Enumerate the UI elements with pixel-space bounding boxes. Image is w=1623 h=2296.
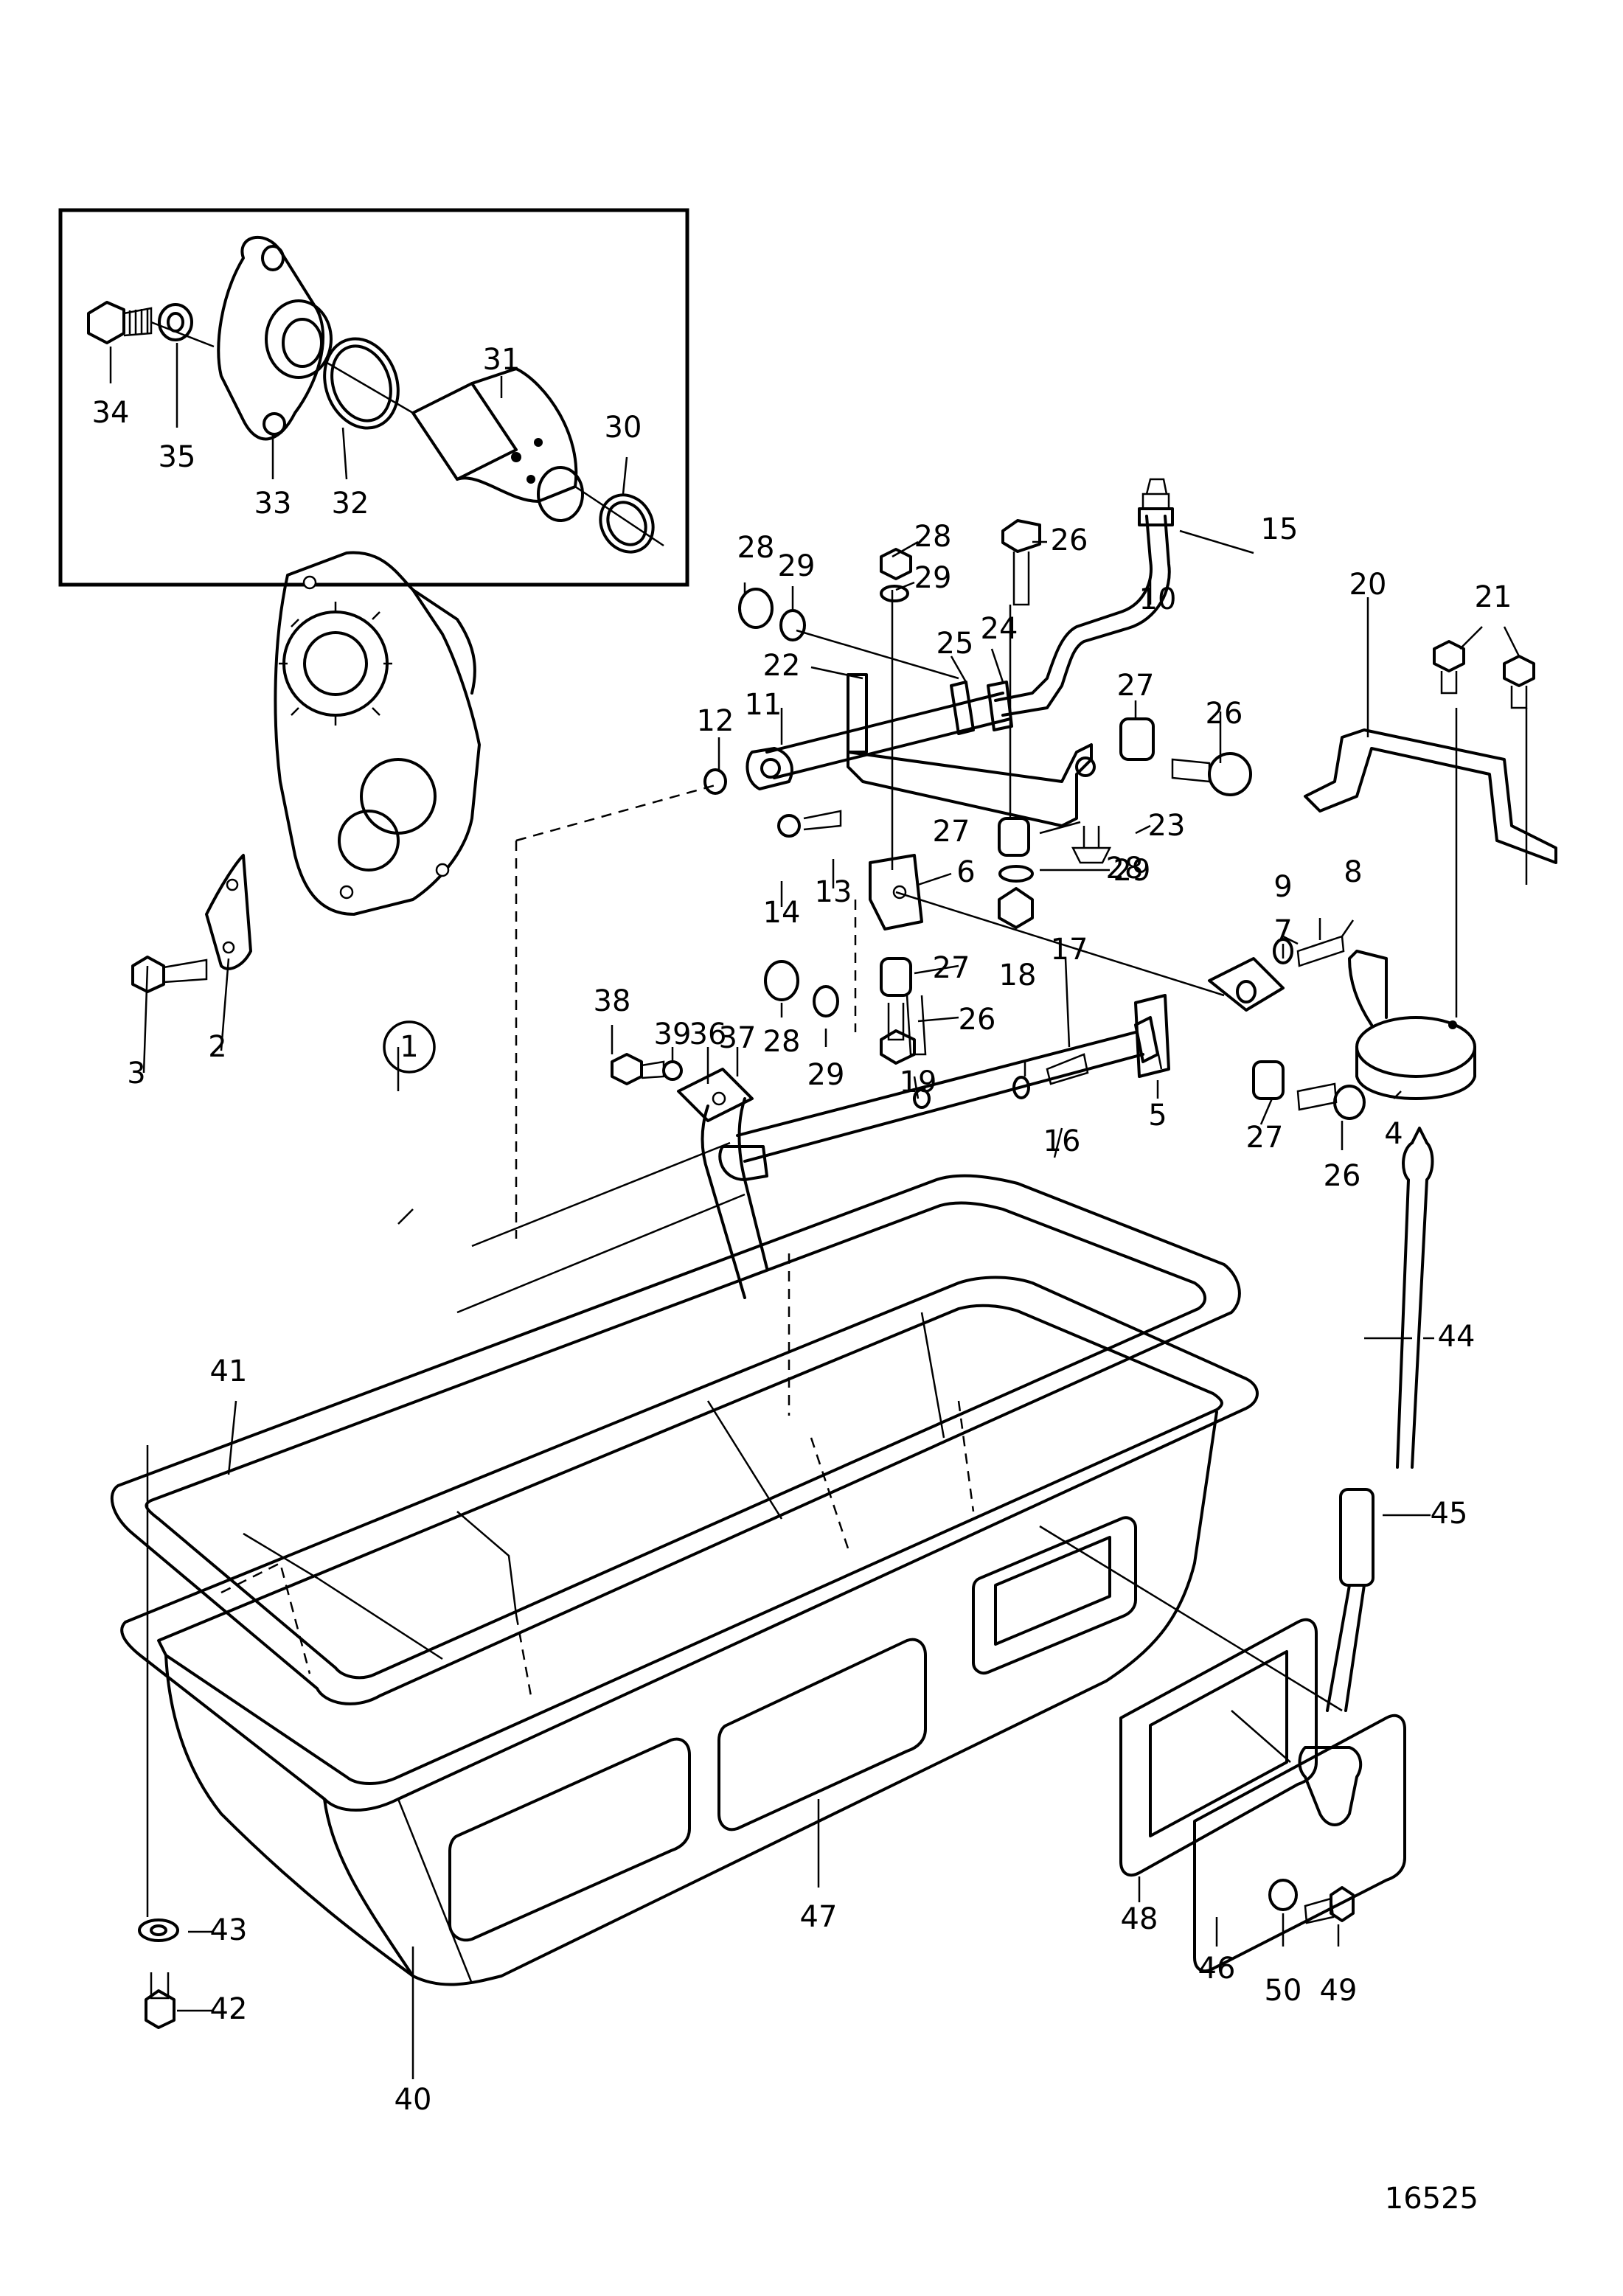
bolt-3 bbox=[131, 956, 208, 993]
dipstick-44 bbox=[1396, 1127, 1434, 1469]
label-part-28c: 28 bbox=[1106, 852, 1144, 886]
label-part-26c: 26 bbox=[959, 1003, 996, 1037]
drawing-code: 16525 bbox=[1385, 2182, 1478, 2216]
label-part-27b: 27 bbox=[933, 815, 970, 849]
label-part-2: 2 bbox=[208, 1030, 226, 1064]
label-part-4: 4 bbox=[1384, 1117, 1403, 1151]
label-part-6: 6 bbox=[956, 855, 975, 889]
label-part-47: 47 bbox=[800, 1900, 838, 1934]
hardware bbox=[611, 519, 1366, 1120]
label-part-14: 14 bbox=[763, 896, 801, 930]
gasket-48 bbox=[1119, 1618, 1318, 1877]
label-part-1: 1 bbox=[400, 1030, 418, 1064]
label-part-24: 24 bbox=[981, 612, 1018, 646]
label-part-44: 44 bbox=[1438, 1320, 1476, 1354]
label-part-48: 48 bbox=[1121, 1902, 1158, 1936]
label-part-36: 36 bbox=[689, 1017, 727, 1051]
label-part-41: 41 bbox=[210, 1354, 248, 1388]
label-part-25: 25 bbox=[936, 627, 974, 661]
label-part-26d: 26 bbox=[1324, 1159, 1361, 1193]
strainer-4 bbox=[1348, 950, 1476, 1100]
label-part-18: 18 bbox=[999, 959, 1037, 992]
gasket-2 bbox=[205, 854, 252, 970]
label-part-15: 15 bbox=[1261, 512, 1299, 546]
inset-relief-valve bbox=[58, 208, 689, 587]
label-part-16: 16 bbox=[1043, 1124, 1081, 1158]
bolt-34 bbox=[87, 301, 153, 344]
label-part-29d: 29 bbox=[807, 1058, 845, 1092]
label-part-28d: 28 bbox=[763, 1025, 801, 1059]
cover-46 bbox=[1193, 1714, 1406, 1973]
label-part-27a: 27 bbox=[1117, 669, 1155, 703]
alignment-lines bbox=[146, 590, 1528, 1917]
label-part-33: 33 bbox=[254, 487, 292, 521]
label-part-5: 5 bbox=[1148, 1099, 1167, 1133]
label-part-50: 50 bbox=[1265, 1974, 1302, 2008]
label-part-35: 35 bbox=[159, 440, 196, 474]
label-part-49: 49 bbox=[1320, 1974, 1358, 2008]
fasteners-bottom bbox=[138, 1879, 1355, 2029]
cover-plates-47 bbox=[448, 1516, 1137, 1942]
label-part-46: 46 bbox=[1198, 1952, 1236, 1986]
label-part-9: 9 bbox=[1273, 870, 1292, 904]
label-part-23: 23 bbox=[1148, 809, 1186, 843]
label-part-31: 31 bbox=[483, 343, 521, 377]
oil-pan-40 bbox=[120, 1276, 1259, 1986]
label-part-28b: 28 bbox=[914, 520, 952, 554]
suction-pipe-assembly bbox=[677, 478, 1557, 1299]
label-part-12: 12 bbox=[697, 704, 734, 738]
label-part-10: 10 bbox=[1139, 582, 1177, 616]
label-part-8: 8 bbox=[1344, 855, 1362, 889]
label-part-27d: 27 bbox=[1246, 1121, 1284, 1155]
label-part-34: 34 bbox=[92, 396, 130, 430]
tube-45 bbox=[1326, 1488, 1374, 1712]
valve-31 bbox=[411, 367, 584, 522]
label-part-3: 3 bbox=[127, 1057, 145, 1090]
label-part-17: 17 bbox=[1051, 933, 1088, 967]
label-part-30: 30 bbox=[605, 411, 642, 445]
label-part-19: 19 bbox=[900, 1065, 937, 1099]
leader-lines bbox=[142, 529, 1521, 2079]
label-part-32: 32 bbox=[332, 487, 369, 521]
label-part-20: 20 bbox=[1349, 568, 1387, 602]
label-part-42: 42 bbox=[210, 1992, 248, 2026]
label-part-21: 21 bbox=[1475, 580, 1512, 614]
label-part-37: 37 bbox=[719, 1021, 757, 1055]
bolts-21 bbox=[1433, 640, 1535, 709]
gasket-41 bbox=[110, 1174, 1241, 1705]
label-part-26b: 26 bbox=[1206, 697, 1243, 731]
label-part-29b: 29 bbox=[914, 561, 952, 595]
label-part-7: 7 bbox=[1273, 914, 1292, 948]
label-part-28a: 28 bbox=[737, 531, 775, 565]
label-part-38: 38 bbox=[594, 984, 631, 1018]
label-part-27c: 27 bbox=[933, 951, 970, 985]
label-part-39: 39 bbox=[654, 1017, 692, 1051]
label-part-29c: 29 bbox=[1113, 854, 1151, 888]
label-part-22: 22 bbox=[763, 649, 801, 683]
part-labels: 1 2 3 4 5 6 7 8 9 10 11 12 13 14 15 16 1… bbox=[92, 343, 1512, 2216]
label-part-11: 11 bbox=[745, 688, 782, 722]
label-part-45: 45 bbox=[1431, 1497, 1468, 1531]
flange-33 bbox=[217, 236, 333, 441]
label-part-29a: 29 bbox=[778, 549, 816, 583]
oil-pump bbox=[274, 551, 481, 916]
label-part-43: 43 bbox=[210, 1913, 248, 1947]
label-part-26a: 26 bbox=[1051, 523, 1088, 557]
callout-circle-1 bbox=[383, 1020, 436, 1074]
label-part-40: 40 bbox=[395, 2083, 432, 2117]
label-part-13: 13 bbox=[815, 875, 852, 909]
